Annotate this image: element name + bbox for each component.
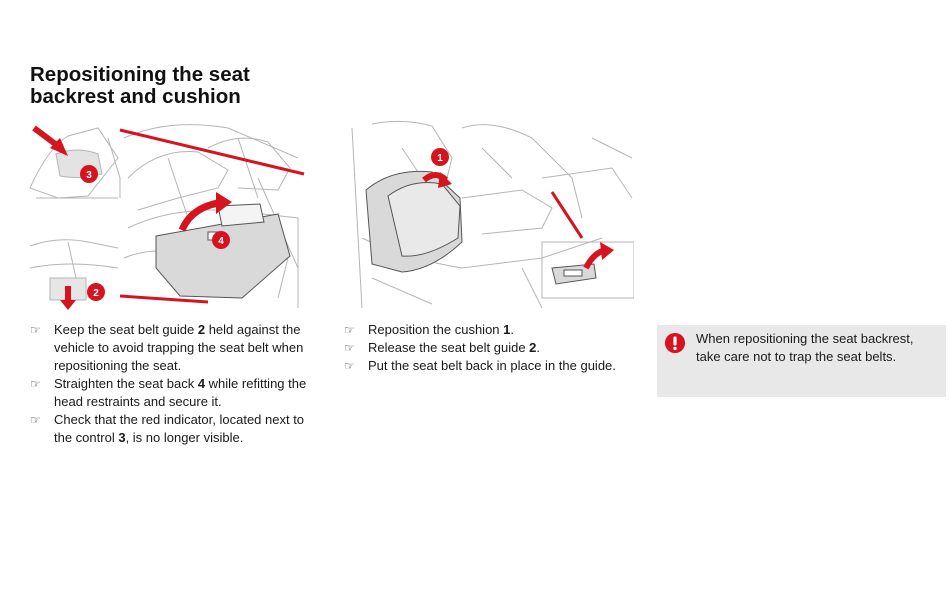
list-item: ☞ Keep the seat belt guide 2 held agains… — [30, 322, 304, 373]
warning-box: When repositioning the seat backrest, ta… — [657, 325, 946, 397]
callout-1: 1 — [431, 148, 449, 166]
list-item: ☞ Check that the red indicator, located … — [30, 412, 305, 445]
pointing-hand-icon: ☞ — [30, 413, 41, 427]
list-item: ☞ Put the seat belt back in place in the… — [344, 358, 616, 373]
title-line-2: backrest and cushion — [30, 85, 241, 108]
list-item: ☞ Straighten the seat back 4 while refit… — [30, 376, 307, 409]
exclamation-icon — [665, 333, 685, 353]
seat-cushion-illustration: 1 — [351, 120, 634, 309]
pointing-hand-icon: ☞ — [344, 341, 355, 355]
page-title: Repositioning the seat backrest and cush… — [30, 64, 330, 108]
svg-text:1: 1 — [437, 153, 443, 164]
instructions-column-1: ☞ Keep the seat belt guide 2 held agains… — [30, 321, 322, 447]
title-line-1: Repositioning the seat — [30, 63, 250, 86]
list-item: ☞ Release the seat belt guide 2. — [344, 340, 541, 355]
pointing-hand-icon: ☞ — [344, 323, 355, 337]
svg-text:2: 2 — [93, 288, 99, 299]
svg-text:4: 4 — [218, 236, 224, 247]
pointing-hand-icon: ☞ — [30, 377, 41, 391]
callout-3: 3 — [80, 165, 98, 183]
seat-backrest-illustration: 3 4 2 — [29, 124, 305, 310]
pointing-hand-icon: ☞ — [30, 323, 41, 337]
callout-2: 2 — [87, 283, 105, 301]
pointing-hand-icon: ☞ — [344, 359, 355, 373]
warning-text: When repositioning the seat backrest, ta… — [696, 331, 914, 364]
instructions-column-2: ☞ Reposition the cushion 1. ☞ Release th… — [344, 321, 644, 375]
svg-text:3: 3 — [86, 170, 92, 181]
callout-4: 4 — [212, 231, 230, 249]
list-item: ☞ Reposition the cushion 1. — [344, 322, 515, 337]
